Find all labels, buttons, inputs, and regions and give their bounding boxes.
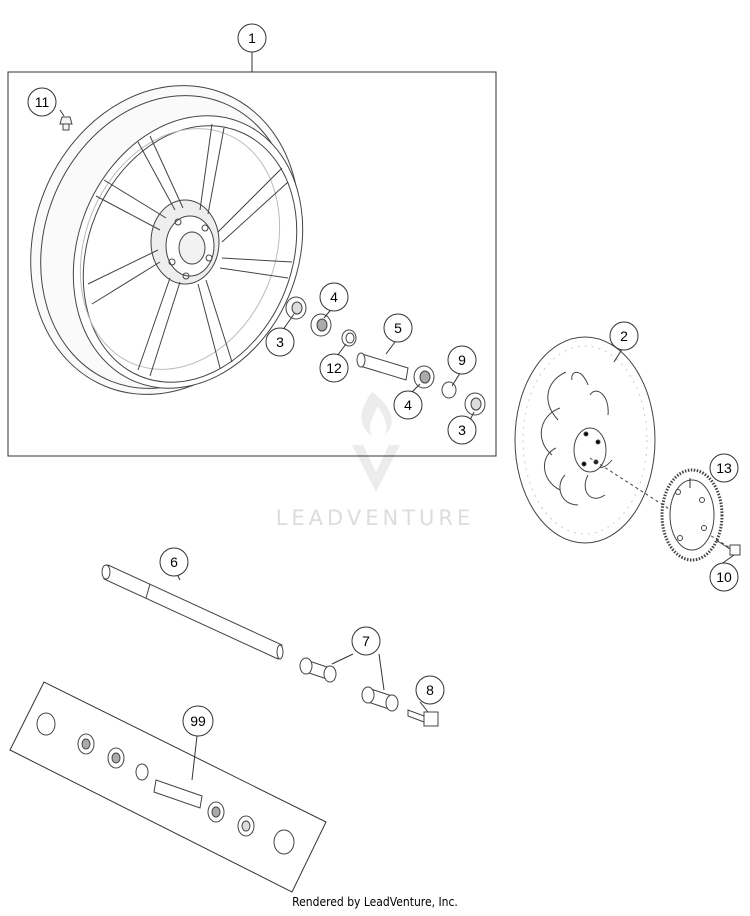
callout-7-label: 7 bbox=[362, 633, 370, 649]
footer-credit: Rendered by LeadVenture, Inc. bbox=[292, 895, 458, 909]
kit-99-parts bbox=[36, 712, 295, 855]
callout-1-label: 1 bbox=[248, 30, 256, 46]
callout-9[interactable]: 9 bbox=[447, 345, 477, 375]
spacer-7a[interactable] bbox=[299, 657, 337, 683]
callout-5-label: 5 bbox=[394, 320, 402, 336]
callout-3b-label: 3 bbox=[458, 422, 466, 438]
spacer-5[interactable] bbox=[356, 352, 409, 381]
callout-13[interactable]: 13 bbox=[709, 453, 739, 483]
seal-3a[interactable] bbox=[285, 296, 307, 320]
axle-6[interactable] bbox=[101, 564, 284, 660]
callout-8[interactable]: 8 bbox=[415, 675, 445, 705]
callout-11-label: 11 bbox=[35, 94, 50, 110]
callout-3a[interactable]: 3 bbox=[265, 327, 295, 357]
circlip-9[interactable] bbox=[441, 381, 457, 399]
callout-5[interactable]: 5 bbox=[383, 313, 413, 343]
screw-8[interactable] bbox=[407, 709, 439, 727]
callout-8-label: 8 bbox=[426, 682, 434, 698]
front-wheel[interactable] bbox=[0, 45, 345, 435]
abs-tone-ring-13[interactable] bbox=[660, 468, 724, 562]
ring-12[interactable] bbox=[341, 329, 357, 347]
callout-99[interactable]: 99 bbox=[182, 705, 214, 737]
callout-2[interactable]: 2 bbox=[609, 321, 639, 351]
callout-4a-label: 4 bbox=[330, 289, 338, 305]
callout-6-label: 6 bbox=[170, 554, 178, 570]
kit-99-box[interactable] bbox=[9, 681, 327, 893]
spacer-7b[interactable] bbox=[361, 686, 399, 712]
callout-10-label: 10 bbox=[716, 569, 732, 585]
callout-13-label: 13 bbox=[716, 460, 732, 476]
seal-3b[interactable] bbox=[464, 392, 486, 416]
callout-12-label: 12 bbox=[326, 360, 342, 376]
callout-4b-label: 4 bbox=[404, 397, 412, 413]
brake-disc-2[interactable] bbox=[514, 336, 731, 549]
callout-3a-label: 3 bbox=[276, 334, 284, 350]
callout-2-label: 2 bbox=[620, 328, 628, 344]
callout-12[interactable]: 12 bbox=[319, 353, 349, 383]
wheel-assembly-frame bbox=[7, 52, 497, 457]
callout-9-label: 9 bbox=[458, 352, 466, 368]
callout-11[interactable]: 11 bbox=[27, 87, 57, 117]
valve-11[interactable] bbox=[59, 116, 73, 131]
callout-7[interactable]: 7 bbox=[351, 626, 381, 656]
callout-6[interactable]: 6 bbox=[159, 547, 189, 577]
leadventure-watermark: LEADVENTURE bbox=[276, 392, 475, 530]
callout-4a[interactable]: 4 bbox=[319, 282, 349, 312]
bolt-10[interactable] bbox=[715, 539, 741, 556]
watermark-text: LEADVENTURE bbox=[276, 506, 475, 530]
callout-10[interactable]: 10 bbox=[709, 562, 739, 592]
callout-3b[interactable]: 3 bbox=[447, 415, 477, 445]
callout-99-label: 99 bbox=[190, 713, 206, 729]
bearing-4b[interactable] bbox=[413, 365, 435, 389]
bearing-4a[interactable] bbox=[310, 313, 332, 337]
callout-4b[interactable]: 4 bbox=[393, 390, 423, 420]
callout-1[interactable]: 1 bbox=[237, 23, 267, 53]
